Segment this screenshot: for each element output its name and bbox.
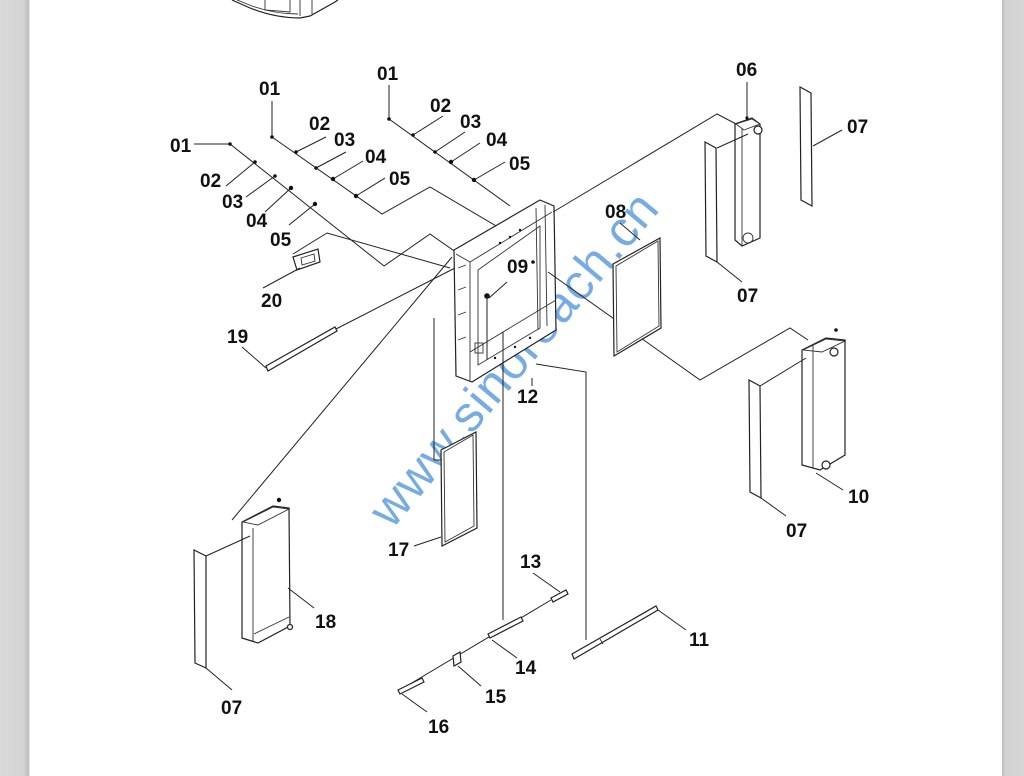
callout-label: 05	[270, 230, 292, 251]
callout-label: 10	[848, 487, 869, 508]
callout-label: 02	[430, 96, 451, 117]
callout-label: 01	[377, 64, 399, 85]
callout-label: 16	[428, 717, 449, 738]
part-16-strip	[397, 677, 428, 713]
part-18-cooler	[241, 497, 315, 644]
part-15-clip	[452, 651, 482, 687]
viewer-left-gutter	[0, 0, 30, 776]
callout-label: 17	[388, 540, 409, 561]
callout-label: 19	[227, 327, 248, 348]
callout-label: 01	[259, 79, 281, 100]
callout-label: 11	[689, 630, 710, 651]
callout-label: 02	[309, 114, 330, 135]
callout-label: 09	[507, 257, 528, 278]
document-page: www.sinoreach.cn 01 02 03 04 05 01 0	[30, 0, 1002, 776]
callout-label: 04	[486, 130, 508, 151]
exploded-parts-diagram: www.sinoreach.cn 01 02 03 04 05 01 0	[170, 0, 869, 738]
callout-label: 05	[389, 169, 411, 190]
leader-group-c	[387, 85, 511, 207]
callout-label: 06	[736, 60, 757, 81]
callout-label: 04	[246, 211, 268, 232]
callout-label: 07	[847, 117, 868, 138]
leader-group-a	[194, 142, 471, 267]
part-07-seal-d	[193, 535, 251, 691]
part-19-rod	[241, 267, 456, 372]
callout-label: 07	[221, 698, 242, 719]
part-17-panel	[413, 431, 478, 547]
callout-label: 05	[509, 154, 531, 175]
leader-group-b	[270, 101, 521, 241]
callout-label: 07	[737, 286, 758, 307]
part-07-seal-a	[799, 85, 843, 208]
part-07-seal-b	[704, 133, 749, 283]
callout-label: 03	[222, 192, 243, 213]
partial-part-top	[231, 0, 339, 19]
callout-label: 18	[315, 612, 336, 633]
part-10-cooler	[801, 328, 847, 491]
callout-label: 02	[200, 171, 221, 192]
part-07-seal-c	[748, 357, 807, 517]
part-08-panel	[612, 222, 662, 358]
part-12-frame	[231, 199, 557, 521]
part-14-strip	[487, 616, 524, 659]
part-11-strip	[571, 605, 687, 660]
callout-label: 14	[515, 658, 537, 679]
viewer-scrollbar-track[interactable]	[1002, 0, 1024, 776]
callout-label: 12	[517, 387, 538, 408]
part-20-bracket	[262, 232, 451, 289]
part-06-cooler	[734, 82, 763, 247]
callout-label: 20	[261, 291, 282, 312]
callout-label: 08	[605, 202, 626, 223]
callout-label: 03	[334, 130, 355, 151]
callout-label: 01	[170, 136, 192, 157]
callout-label: 15	[485, 687, 507, 708]
callout-label: 03	[460, 112, 481, 133]
part-13-strip	[399, 572, 569, 691]
callout-label: 04	[365, 147, 387, 168]
callout-label: 13	[520, 552, 541, 573]
callout-label: 07	[786, 521, 807, 542]
